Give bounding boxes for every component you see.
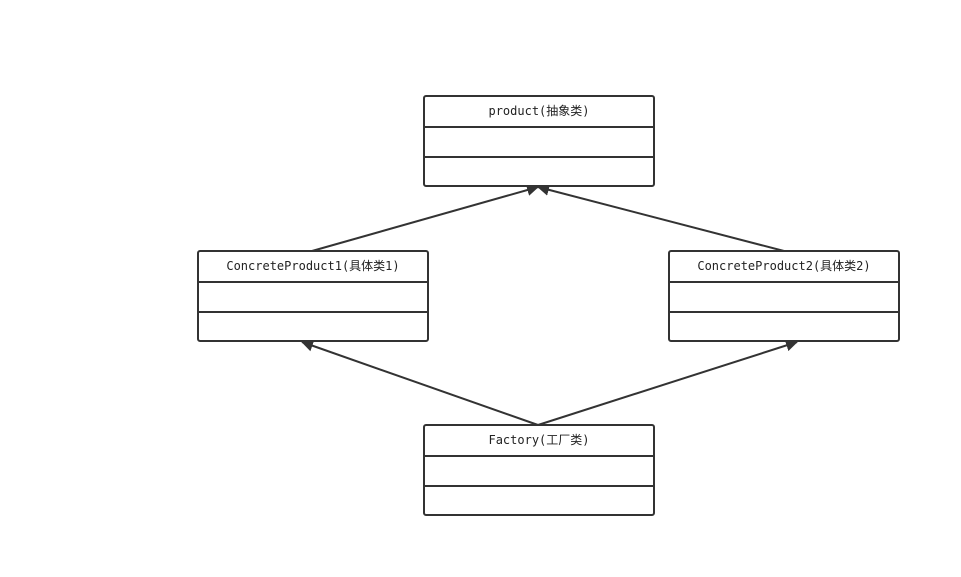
class-name-factory: Factory(工厂类) bbox=[425, 426, 653, 457]
class-attributes-section bbox=[199, 283, 427, 313]
class-box-concrete-product1[interactable]: ConcreteProduct1(具体类1) bbox=[197, 250, 429, 342]
class-attributes-section bbox=[670, 283, 898, 313]
relation-arrow-factory-to-concrete2 bbox=[537, 339, 798, 426]
relation-arrow-concrete2-to-product bbox=[537, 183, 785, 252]
class-name-concrete-product1: ConcreteProduct1(具体类1) bbox=[199, 252, 427, 283]
class-methods-section bbox=[425, 158, 653, 185]
class-attributes-section bbox=[425, 457, 653, 487]
class-box-concrete-product2[interactable]: ConcreteProduct2(具体类2) bbox=[668, 250, 900, 342]
class-box-factory[interactable]: Factory(工厂类) bbox=[423, 424, 655, 516]
class-methods-section bbox=[199, 313, 427, 340]
class-name-concrete-product2: ConcreteProduct2(具体类2) bbox=[670, 252, 898, 283]
relation-arrow-concrete1-to-product bbox=[311, 184, 539, 252]
class-attributes-section bbox=[425, 128, 653, 158]
class-methods-section bbox=[425, 487, 653, 514]
class-name-product: product(抽象类) bbox=[425, 97, 653, 128]
class-box-product[interactable]: product(抽象类) bbox=[423, 95, 655, 187]
class-methods-section bbox=[670, 313, 898, 340]
relation-arrow-factory-to-concrete1 bbox=[301, 339, 539, 426]
